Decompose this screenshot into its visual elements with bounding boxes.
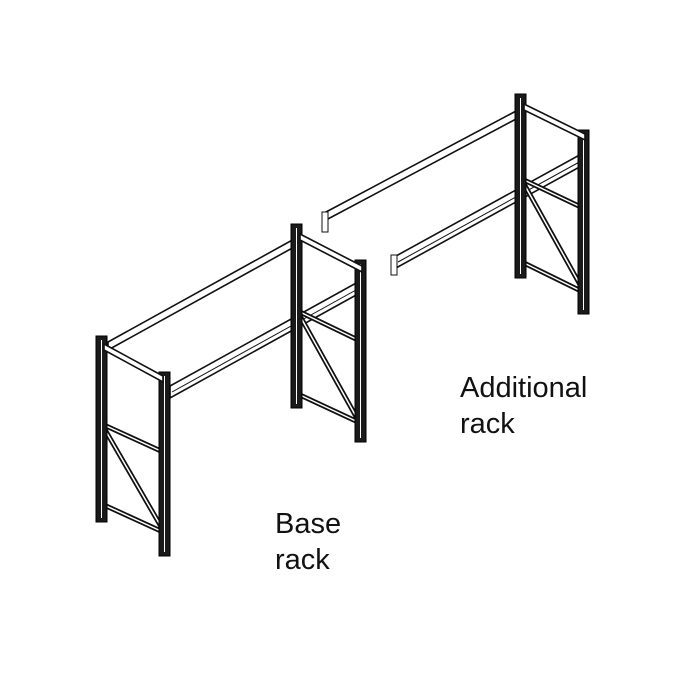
additional-rack-label-line1: Additional xyxy=(460,372,588,404)
additional-lower-beam xyxy=(395,150,586,270)
base-rack-label-line1: Base xyxy=(275,508,342,540)
base-left-frame xyxy=(95,335,171,557)
base-rack-label-line2: rack xyxy=(275,544,330,576)
additional-rack-label-line2: rack xyxy=(460,408,515,440)
additional-rack-label: Additional rack xyxy=(460,370,587,442)
additional-frame xyxy=(514,93,590,315)
base-rack xyxy=(95,223,367,557)
additional-rack xyxy=(321,93,590,315)
base-rack-label: Base rack xyxy=(275,506,341,578)
base-right-frame xyxy=(290,223,367,443)
additional-top-beam xyxy=(325,108,519,222)
